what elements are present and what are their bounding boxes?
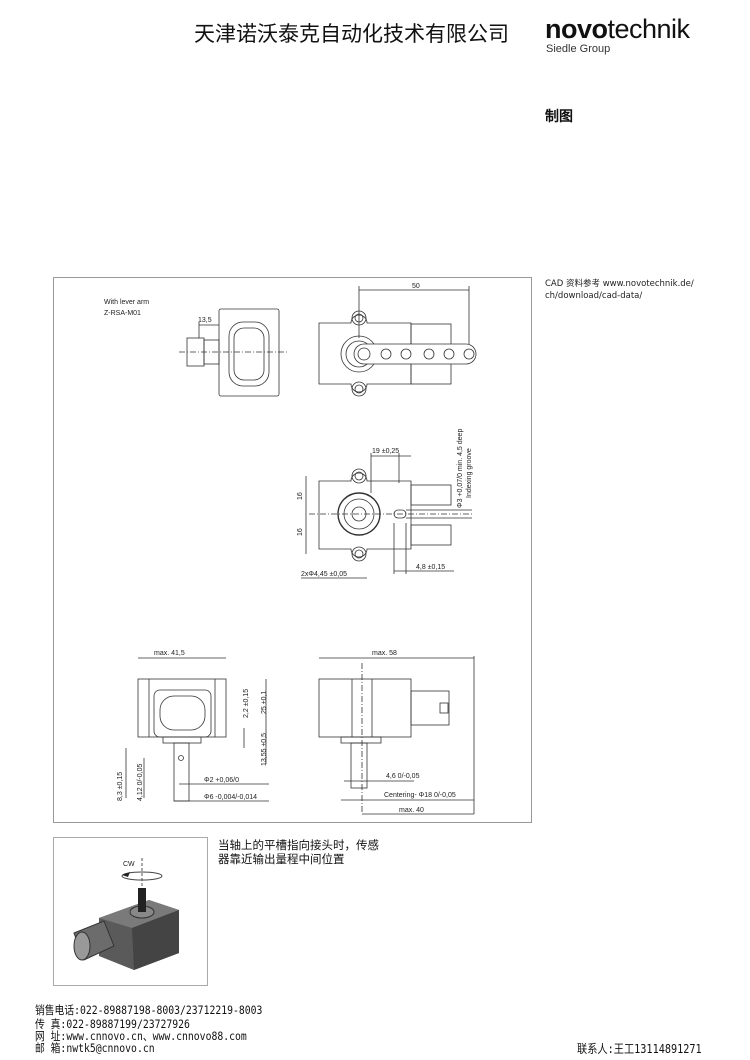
footer-email: 邮 箱:nwtk5@cnnovo.cn — [35, 1041, 155, 1055]
dim-groove: Φ3 +0,07/0 min. 4,5 deep — [457, 429, 464, 508]
novotechnik-logo: novotechnik — [545, 14, 690, 45]
sensor-photo: CW — [53, 837, 208, 986]
drawing-title: 制图 — [545, 109, 573, 125]
dim-max-41-5: max. 41,5 — [154, 650, 185, 657]
dim-13-55: 13,55 ±0,5 — [261, 733, 268, 766]
connector-side-view: 13,5 — [179, 308, 289, 397]
footer-sales-phone: 销售电话:022-89887198-8003/23712219-8003 — [35, 1003, 263, 1017]
orientation-note: 当轴上的平槽指向接头时，传感器靠近输出量程中间位置 — [218, 838, 379, 866]
front-view: max. 41,5 2,2 ±0,15 25 ±0,1 13,55 ±0,5 8… — [117, 650, 269, 802]
logo-subtitle: Siedle Group — [546, 43, 611, 55]
dim-16-top: 16 — [297, 492, 304, 500]
dim-50: 50 — [412, 283, 420, 290]
lever-label: With lever arm — [104, 299, 149, 306]
logo-light: technik — [607, 14, 691, 44]
logo-bold: novo — [545, 14, 608, 44]
cw-arrow-icon — [122, 872, 130, 877]
technical-drawing-frame: With lever arm Z-RSA-M01 13,5 50 19 ±0,2… — [53, 277, 532, 823]
dim-4-12: 4,12 0/-0,05 — [137, 764, 144, 801]
dim-25: 25 ±0,1 — [261, 691, 268, 714]
cad-note-line2: ch/download/cad-data/ — [545, 291, 643, 301]
dim-13-5: 13,5 — [198, 317, 212, 324]
footer-fax: 传 真:022-89887199/23727926 — [35, 1017, 190, 1031]
top-view-lever: 50 — [318, 283, 477, 397]
dim-max-40: max. 40 — [399, 807, 424, 814]
lever-model: Z-RSA-M01 — [104, 310, 141, 317]
dim-4-8: 4,8 ±0,15 — [416, 564, 445, 571]
dim-2-2: 2,2 ±0,15 — [243, 689, 250, 718]
side-view: max. 58 4,6 0/-0,05 Centering- Φ18 0/-0,… — [318, 650, 475, 815]
dim-16-bottom: 16 — [297, 528, 304, 536]
technical-drawing: With lever arm Z-RSA-M01 13,5 50 19 ±0,2… — [104, 283, 477, 815]
cad-note: CAD 资料参考 www.novotechnik.de/ch/download/… — [545, 278, 694, 302]
footer-contact: 联系人:王工13114891271 — [577, 1042, 702, 1056]
cad-note-line1: CAD 资料参考 www.novotechnik.de/ — [545, 279, 694, 289]
dim-phi2: Φ2 +0,06/0 — [204, 777, 239, 784]
dim-max-58: max. 58 — [372, 650, 397, 657]
groove-label: Indexing groove — [466, 448, 473, 498]
dim-4-6: 4,6 0/-0,05 — [386, 773, 420, 780]
dim-8-3: 8,3 ±0,15 — [117, 772, 124, 801]
dim-19: 19 ±0,25 — [372, 448, 399, 455]
top-view: 19 ±0,25 16 16 2xΦ4,45 ±0,05 4,8 ±0,15 Φ… — [297, 429, 474, 579]
company-name: 天津诺沃泰克自动化技术有限公司 — [194, 22, 509, 46]
dim-phi6: Φ6 -0,004/-0,014 — [204, 794, 257, 801]
dim-hole: 2xΦ4,45 ±0,05 — [301, 571, 347, 578]
sensor-3d-image: CW — [73, 858, 179, 970]
dim-centering: Centering- Φ18 0/-0,05 — [384, 792, 456, 799]
rotation-label: CW — [123, 861, 135, 868]
footer-website: 网 址:www.cnnovo.cn、www.cnnovo88.com — [35, 1029, 247, 1043]
